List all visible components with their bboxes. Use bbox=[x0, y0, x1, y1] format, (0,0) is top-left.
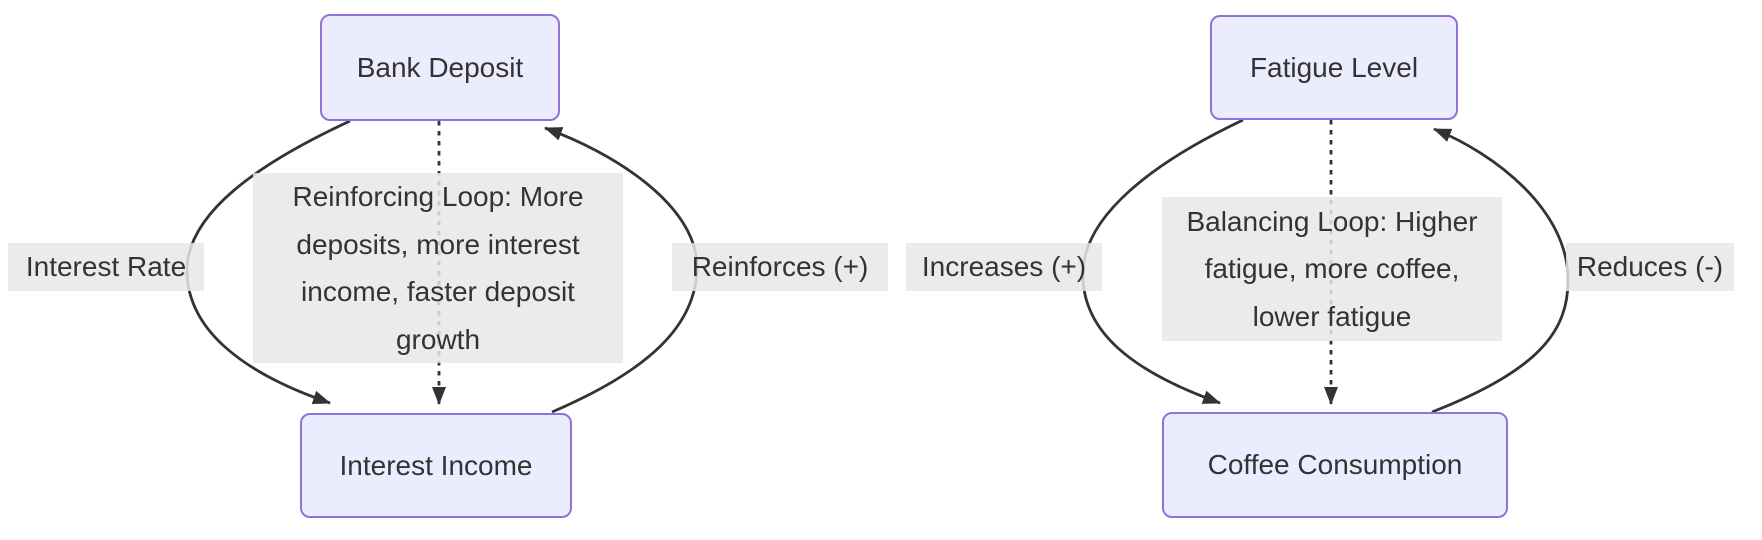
loop-label-reinforcing: Reinforcing Loop: More deposits, more in… bbox=[253, 173, 623, 363]
node-interest-income: Interest Income bbox=[300, 413, 572, 518]
edge-label-reinforces-text: Reinforces (+) bbox=[691, 251, 869, 282]
node-interest-income-label: Interest Income bbox=[339, 449, 533, 481]
edge-label-increases: Increases (+) bbox=[906, 243, 1102, 291]
edge-label-interest-rate-text: Interest Rate bbox=[25, 251, 187, 282]
loop-label-line: Balancing Loop: Higher bbox=[1186, 205, 1478, 237]
loop-label-line: growth bbox=[395, 323, 481, 355]
node-fatigue-level-label: Fatigue Level bbox=[1249, 51, 1419, 83]
loop-label-line: income, faster deposit bbox=[301, 276, 575, 307]
edge-label-reduces: Reduces (-) bbox=[1566, 243, 1734, 291]
edge-label-increases-text: Increases (+) bbox=[921, 251, 1087, 282]
node-coffee-consumption-label: Coffee Consumption bbox=[1207, 449, 1463, 480]
loop-label-line: fatigue, more coffee, bbox=[1204, 253, 1460, 285]
edge-label-reduces-text: Reduces (-) bbox=[1576, 251, 1724, 282]
node-bank-deposit-label: Bank Deposit bbox=[356, 51, 524, 83]
edge-label-reinforces: Reinforces (+) bbox=[672, 243, 888, 291]
node-fatigue-level: Fatigue Level bbox=[1210, 15, 1458, 120]
loop-label-line: lower fatigue bbox=[1252, 300, 1412, 332]
loop-label-line: deposits, more interest bbox=[296, 228, 580, 260]
node-coffee-consumption: Coffee Consumption bbox=[1162, 412, 1508, 518]
loop-label-line: Reinforcing Loop: More bbox=[292, 181, 584, 212]
edge-label-interest-rate: Interest Rate bbox=[8, 243, 204, 291]
loop-label-balancing: Balancing Loop: Higher fatigue, more cof… bbox=[1162, 197, 1502, 341]
node-bank-deposit: Bank Deposit bbox=[320, 14, 560, 121]
